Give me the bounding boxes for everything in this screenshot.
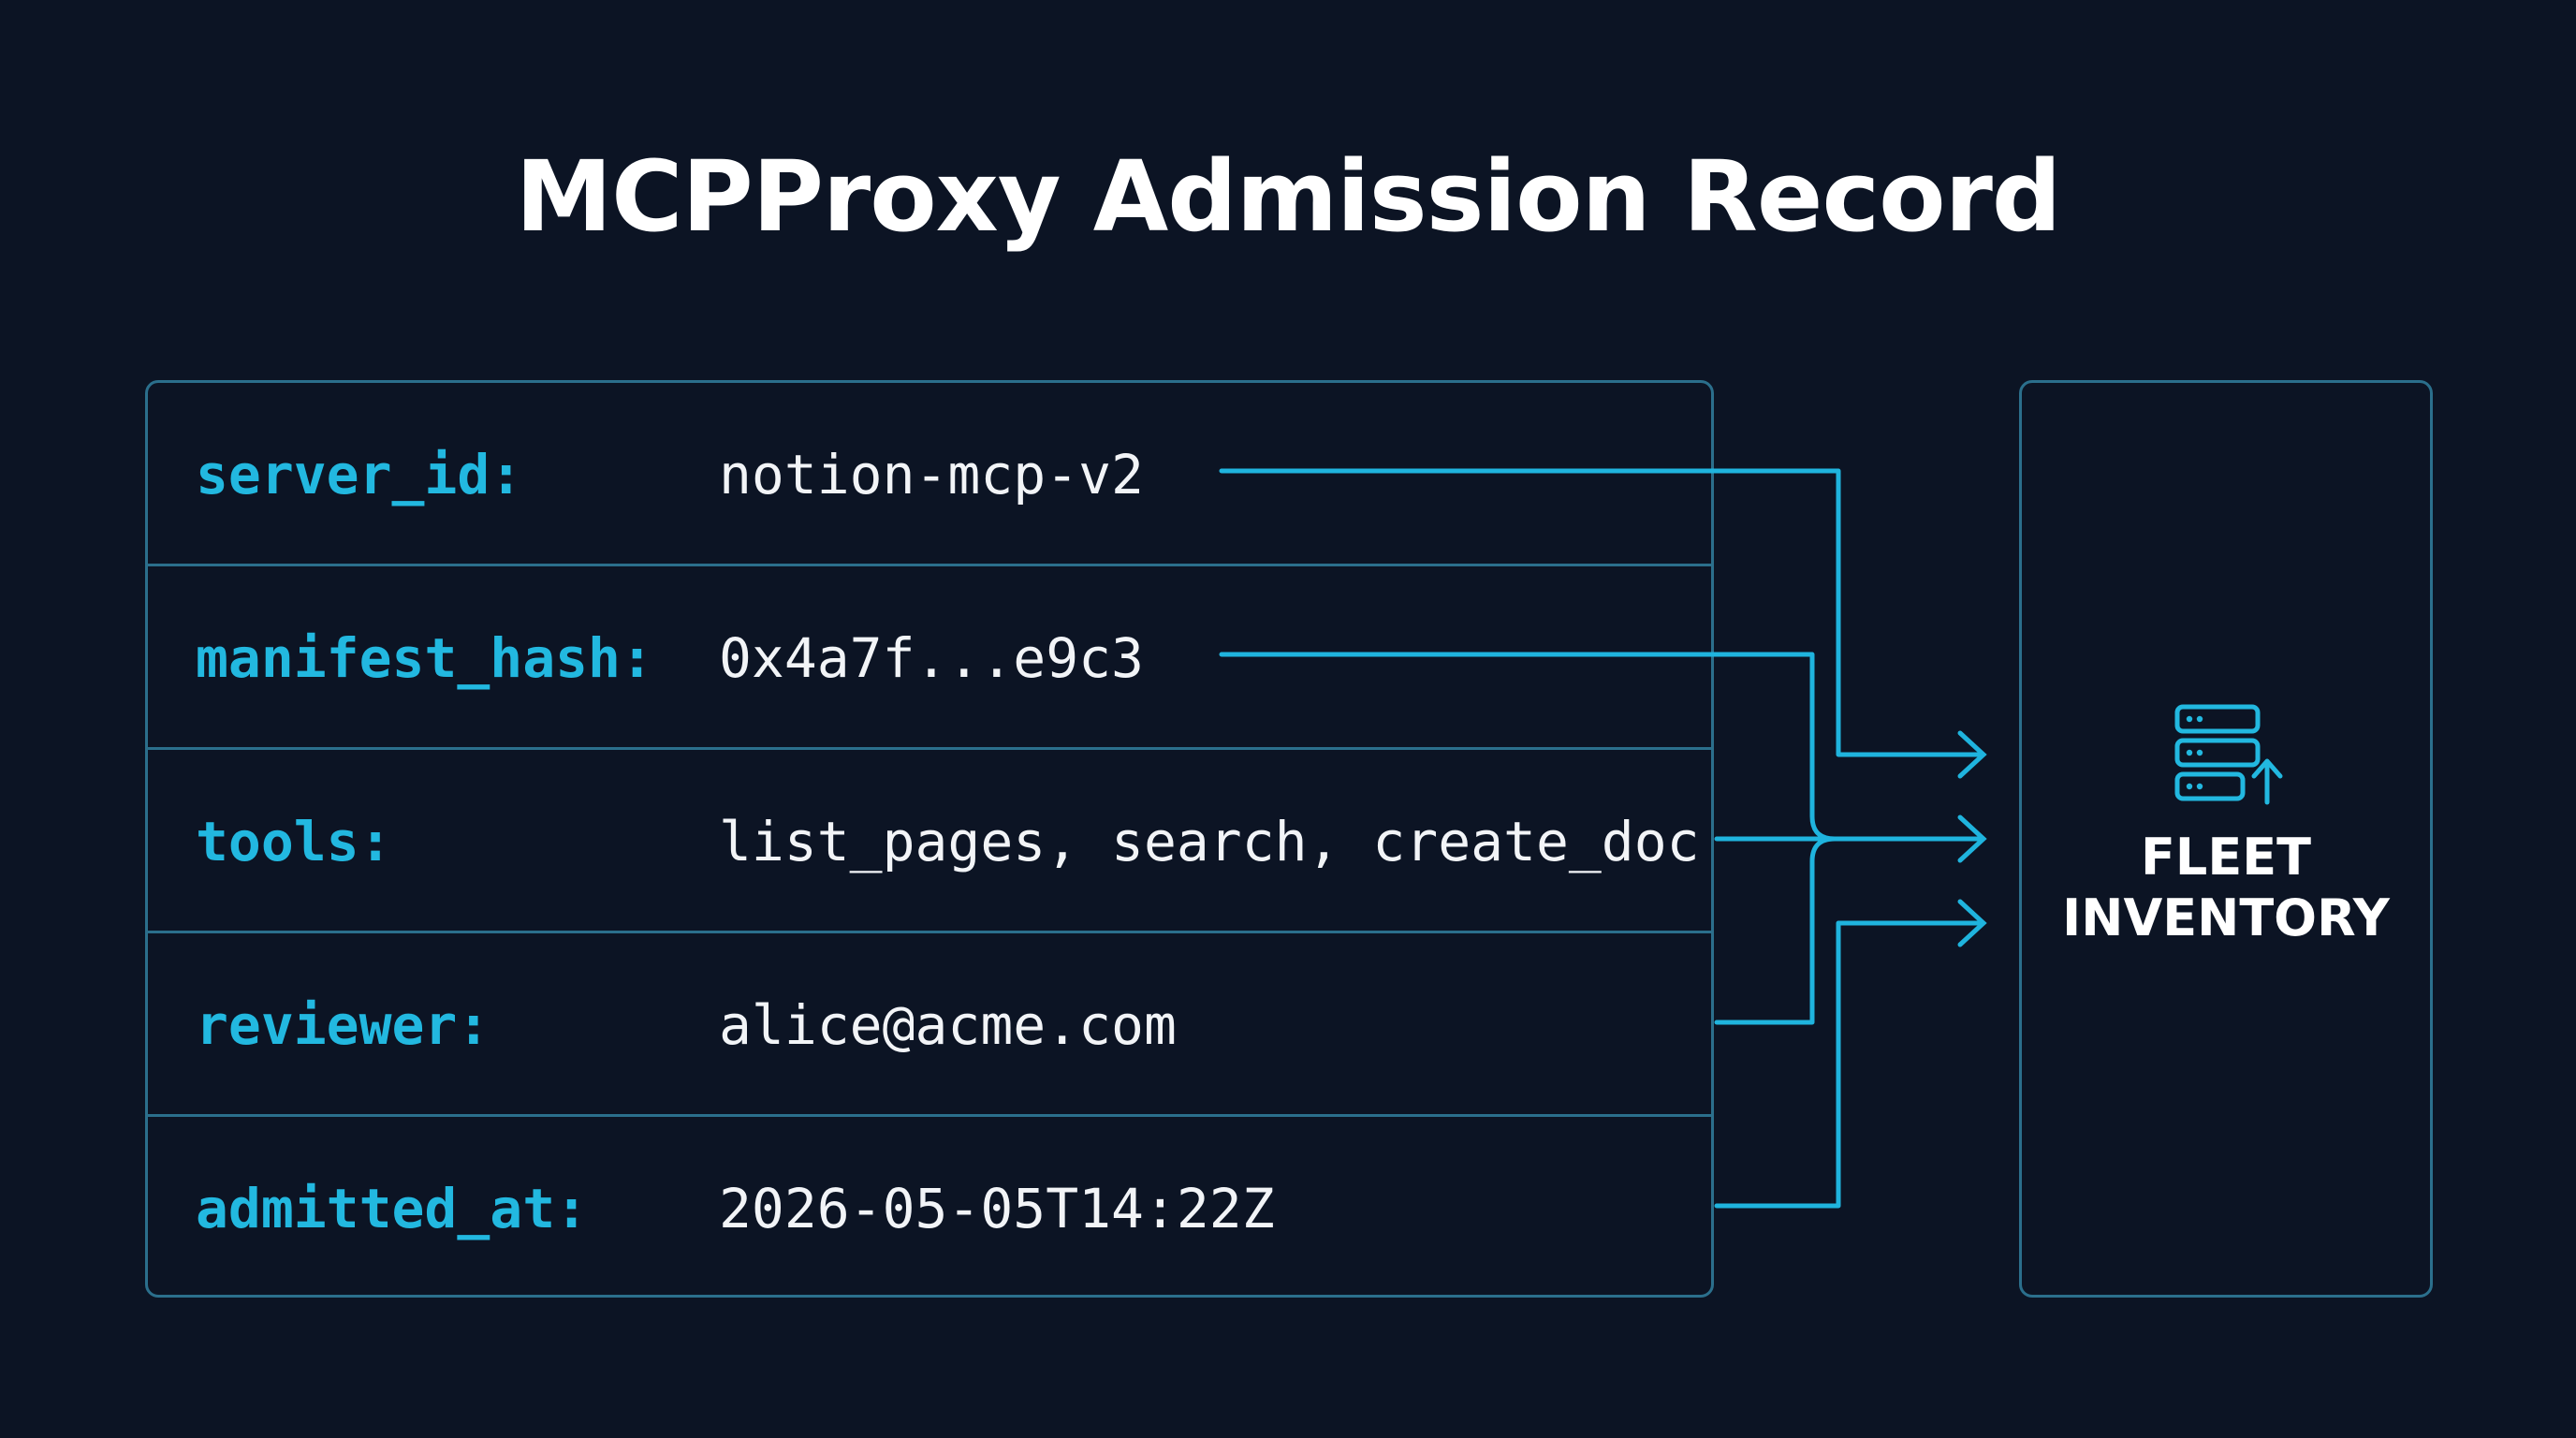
server-stack-upload-icon bbox=[2174, 704, 2283, 805]
field-key: reviewer: bbox=[196, 993, 490, 1057]
arrowhead-top bbox=[1957, 730, 1987, 779]
connector-reviewer bbox=[1714, 836, 1837, 1025]
field-value: 2026-05-05T14:22Z bbox=[719, 1177, 1275, 1240]
field-key: manifest_hash: bbox=[196, 626, 653, 690]
record-row-manifest-hash: manifest_hash: 0x4a7f...e9c3 bbox=[148, 566, 1711, 750]
fleet-inventory-box: FLEET INVENTORY bbox=[2019, 380, 2433, 1298]
connector-server-id bbox=[1219, 468, 1983, 757]
field-key: tools: bbox=[196, 810, 392, 873]
field-key: server_id: bbox=[196, 443, 523, 506]
record-row-tools: tools: list_pages, search, create_doc bbox=[148, 750, 1711, 933]
fleet-inventory-label: FLEET bbox=[2141, 828, 2311, 887]
connector-admitted-at bbox=[1714, 920, 1983, 1209]
record-row-admitted-at: admitted_at: 2026-05-05T14:22Z bbox=[148, 1117, 1711, 1300]
connector-manifest-hash bbox=[1219, 652, 1983, 842]
record-row-server-id: server_id: notion-mcp-v2 bbox=[148, 383, 1711, 566]
record-row-reviewer: reviewer: alice@acme.com bbox=[148, 933, 1711, 1117]
fleet-inventory-label: INVENTORY bbox=[2062, 888, 2390, 947]
admission-record-table: server_id: notion-mcp-v2 manifest_hash: … bbox=[145, 380, 1714, 1298]
field-value: notion-mcp-v2 bbox=[719, 443, 1144, 506]
field-value: list_pages, search, create_doc bbox=[719, 810, 1700, 873]
page-title: MCPProxy Admission Record bbox=[515, 139, 2062, 254]
field-key: admitted_at: bbox=[196, 1177, 589, 1240]
arrowhead-middle bbox=[1957, 814, 1987, 863]
field-value: alice@acme.com bbox=[719, 993, 1177, 1057]
arrowhead-bottom bbox=[1957, 899, 1987, 947]
field-value: 0x4a7f...e9c3 bbox=[719, 626, 1144, 690]
